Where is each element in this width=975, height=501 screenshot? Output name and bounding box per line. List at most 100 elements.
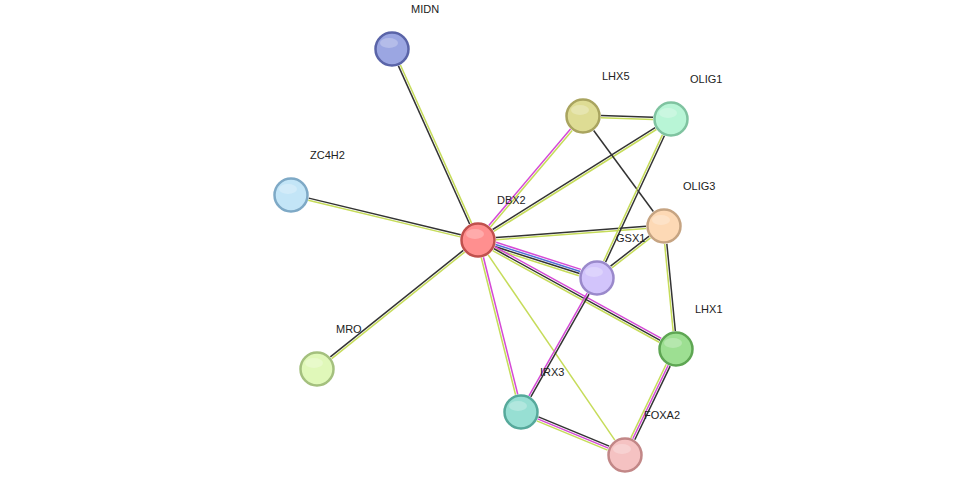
interaction-edge <box>493 247 662 342</box>
protein-node: MIDN <box>374 31 410 67</box>
node-highlight <box>509 401 527 411</box>
evidence-line <box>594 130 654 211</box>
protein-node: OLIG3 <box>646 208 682 244</box>
node-highlight <box>585 267 603 277</box>
evidence-line <box>400 65 471 223</box>
interaction-edge <box>493 128 657 232</box>
node-highlight <box>664 338 682 348</box>
evidence-line <box>494 129 656 231</box>
evidence-line <box>604 135 663 261</box>
interaction-edge <box>488 255 615 440</box>
evidence-line <box>398 66 469 224</box>
interaction-edge <box>308 198 461 237</box>
node-label: OLIG3 <box>683 180 715 193</box>
protein-node: IRX3 <box>503 394 539 430</box>
evidence-line <box>488 255 615 440</box>
node-circle <box>374 31 410 67</box>
protein-node: LHX5 <box>565 98 601 134</box>
node-highlight <box>279 184 297 194</box>
protein-node: ZC4H2 <box>273 177 309 213</box>
evidence-line <box>490 130 572 227</box>
evidence-line <box>601 116 653 118</box>
node-label: OLIG1 <box>690 73 722 86</box>
node-label: MIDN <box>411 3 439 16</box>
node-circle <box>658 331 694 367</box>
evidence-line <box>493 251 659 343</box>
node-circle-shape <box>660 333 693 366</box>
node-circle-shape <box>376 33 409 66</box>
interaction-edge <box>330 250 464 358</box>
evidence-line <box>308 200 460 237</box>
evidence-line <box>667 244 676 331</box>
node-circle <box>565 98 601 134</box>
node-circle-shape <box>655 103 688 136</box>
node-circle <box>646 208 682 244</box>
node-circle <box>579 260 615 296</box>
evidence-line <box>635 366 670 440</box>
node-circle-shape <box>505 396 538 429</box>
evidence-line <box>309 198 461 235</box>
evidence-line <box>481 258 515 395</box>
evidence-line <box>495 247 661 339</box>
node-circle-shape <box>581 262 614 295</box>
evidence-line <box>529 293 587 396</box>
interaction-edge <box>594 130 654 211</box>
interaction-edge <box>604 135 665 262</box>
interaction-edge <box>665 244 676 331</box>
node-label: FOXA2 <box>644 409 680 422</box>
node-label: ZC4H2 <box>310 149 345 162</box>
evidence-line <box>489 129 571 226</box>
interaction-edge <box>631 364 670 439</box>
evidence-line <box>493 128 655 230</box>
evidence-line <box>332 252 465 358</box>
node-highlight <box>613 444 631 454</box>
node-label: IRX3 <box>540 366 564 379</box>
evidence-line <box>531 294 589 397</box>
protein-node: OLIG1 <box>653 101 689 137</box>
interaction-edge <box>398 65 471 224</box>
node-label: DBX2 <box>497 194 526 207</box>
node-circle-shape <box>462 224 495 257</box>
node-label: MRO <box>336 323 362 336</box>
node-circle <box>607 437 643 473</box>
evidence-line <box>537 421 608 450</box>
evidence-line <box>495 244 580 271</box>
evidence-line <box>633 365 668 439</box>
node-circle <box>653 101 689 137</box>
node-highlight <box>571 105 589 115</box>
node-circle-shape <box>301 353 334 386</box>
protein-node: FOXA2 <box>607 437 643 473</box>
evidence-line <box>496 242 581 269</box>
protein-node: DBX2 <box>460 222 496 258</box>
node-circle <box>460 222 496 258</box>
evidence-line <box>601 118 653 120</box>
node-highlight <box>466 229 484 239</box>
interaction-edge <box>529 293 589 397</box>
node-circle-shape <box>275 179 308 212</box>
evidence-line <box>606 136 665 262</box>
evidence-line <box>665 244 674 331</box>
interaction-edge <box>537 417 609 450</box>
node-circle-shape <box>567 100 600 133</box>
node-highlight <box>652 215 670 225</box>
interaction-edge <box>489 129 572 227</box>
evidence-line <box>631 364 666 438</box>
node-label: LHX1 <box>695 303 723 316</box>
node-circle-shape <box>648 210 681 243</box>
node-circle <box>299 351 335 387</box>
node-circle <box>503 394 539 430</box>
evidence-line <box>494 249 660 341</box>
node-circle <box>273 177 309 213</box>
node-highlight <box>380 38 398 48</box>
evidence-line <box>538 417 609 446</box>
node-label: GSX1 <box>616 232 645 245</box>
evidence-line <box>483 257 517 394</box>
interaction-edge <box>601 116 653 120</box>
protein-node: GSX1 <box>579 260 615 296</box>
evidence-line <box>330 250 463 356</box>
node-highlight <box>305 358 323 368</box>
evidence-line <box>538 419 609 448</box>
node-label: LHX5 <box>602 70 630 83</box>
